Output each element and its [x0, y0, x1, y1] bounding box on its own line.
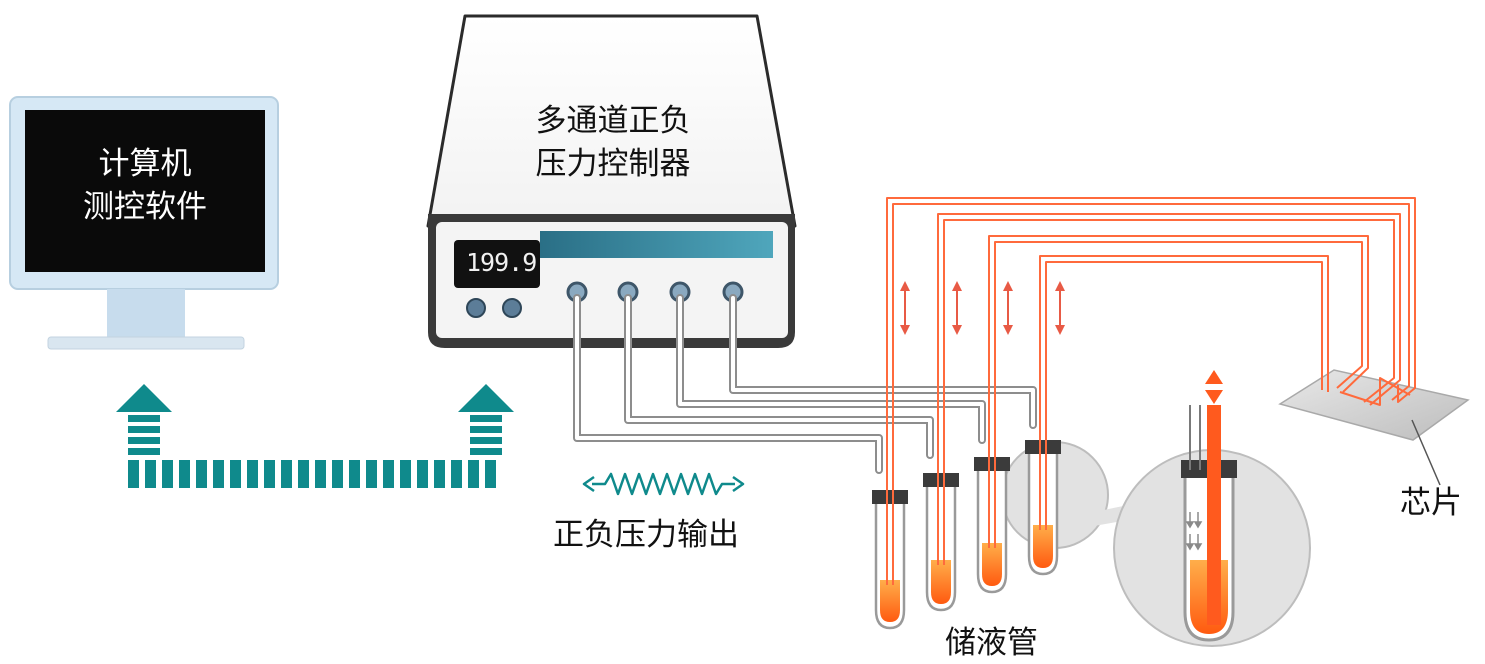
- computer-label-line2: 测控软件: [83, 189, 207, 225]
- reservoir-tubes: [872, 440, 1061, 630]
- data-link-ladder: [128, 460, 496, 488]
- microfluidic-chip: [1278, 369, 1470, 486]
- computer-label-line1: 计算机: [98, 146, 192, 182]
- ladder-segment: [145, 460, 156, 488]
- wave-left-arrow-icon: [582, 475, 595, 493]
- right-up-arrow-icon: [458, 384, 514, 412]
- ladder-segment: [485, 460, 496, 488]
- ladder-segment: [451, 460, 462, 488]
- controller-label-line1: 多通道正负: [535, 103, 691, 139]
- front-button-left: [466, 298, 486, 318]
- ladder-segment: [230, 460, 241, 488]
- ladder-segment: [298, 460, 309, 488]
- reservoir-tube-2: [923, 473, 959, 612]
- reservoir-tube-1: [872, 490, 908, 630]
- monitor-screen: [25, 110, 265, 272]
- ladder-segment: [434, 460, 445, 488]
- monitor-neck: [107, 289, 185, 337]
- magnified-down-arrow-icon: [1205, 390, 1223, 404]
- ladder-segment: [468, 460, 479, 488]
- chip-label: 芯片: [1400, 485, 1462, 521]
- pressure-ports: [566, 281, 744, 303]
- ladder-segment: [417, 460, 428, 488]
- ladder-segment: [264, 460, 275, 488]
- ladder-segment: [400, 460, 411, 488]
- ladder-segment: [196, 460, 207, 488]
- ladder-segment: [315, 460, 326, 488]
- controller-label-line2: 压力控制器: [535, 146, 691, 182]
- ladder-segment: [383, 460, 394, 488]
- magnified-capillary: [1207, 405, 1221, 625]
- pneumatic-tubes: [573, 294, 1037, 474]
- ladder-segment: [247, 460, 258, 488]
- pressure-output-label: 正负压力输出: [553, 517, 739, 553]
- wave-right-arrow-icon: [732, 475, 745, 493]
- zoom-bubbles: [1001, 370, 1311, 647]
- ladder-segment: [213, 460, 224, 488]
- ladder-segment: [162, 460, 173, 488]
- pressure-flow-arrows: [1185, 512, 1203, 551]
- reservoir-tube-3: [974, 457, 1010, 594]
- display-panel: [454, 240, 540, 288]
- ladder-segment: [349, 460, 360, 488]
- data-link: [116, 384, 514, 488]
- ladder-segment: [128, 460, 139, 488]
- monitor-base: [47, 336, 245, 350]
- magnified-up-arrow-icon: [1205, 370, 1223, 384]
- ladder-segment: [281, 460, 292, 488]
- pressure-wave: [582, 472, 745, 496]
- pressure-controller: [426, 14, 797, 348]
- fluid-lines: [886, 197, 1416, 585]
- computer-monitor: [9, 96, 279, 350]
- flow-indicator-arrows: [900, 281, 1065, 335]
- front-button-right: [502, 298, 522, 318]
- ladder-segment: [179, 460, 190, 488]
- left-up-arrow-icon: [116, 384, 172, 412]
- ladder-segment: [366, 460, 377, 488]
- reservoir-tube-4: [1025, 440, 1061, 576]
- device-stripe: [540, 231, 773, 258]
- ladder-segment: [332, 460, 343, 488]
- display-readout: 199.9: [466, 248, 537, 277]
- reservoir-label: 储液管: [945, 625, 1038, 661]
